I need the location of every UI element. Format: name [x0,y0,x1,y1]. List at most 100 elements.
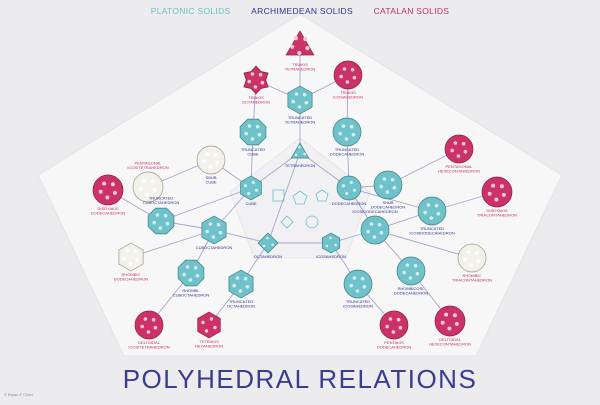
deltoidal-hexecontahedron-facets [440,312,459,331]
connector-line [348,187,433,212]
center-wireframe-3 [272,189,285,202]
truncated-dodecahedron-facets [338,124,356,141]
facet [339,74,344,79]
facet [98,189,103,194]
icosahedron-label: ICOSAHEDRON [316,254,346,259]
truncated-tetrahedron-shape [287,85,313,115]
facet [405,263,410,267]
pentagonal-hexecontahedron-shape [444,134,474,164]
facet [182,272,186,277]
legend: PLATONIC SOLIDS ARCHIMEDEAN SOLIDS CATAL… [0,6,600,16]
truncated-cube-shape [239,118,267,146]
pentagonal-icositetrahedron-facets [138,178,157,197]
facet [385,190,390,194]
facet [329,236,332,240]
facet [211,235,216,239]
disdyakis-triacontahedron-shape [481,176,513,208]
pentagonal-hexecontahedron-facets [450,141,468,158]
facet [303,36,308,42]
facet [450,148,455,153]
facet [402,270,407,275]
facet [143,317,148,321]
icosahedron-shape [321,232,341,254]
facet [366,229,371,234]
facet [297,105,302,109]
facet [232,283,236,288]
facet [423,210,428,215]
facet [345,191,349,196]
facet [208,222,213,226]
facet [260,80,265,85]
solid-cube: CUBE [240,175,262,206]
tetrahedron-facets [294,145,306,157]
center-wireframe-2 [315,189,329,202]
facet [202,159,206,164]
facet [302,92,307,97]
facet [501,192,506,197]
facet [372,235,377,239]
facet [243,184,248,188]
rhombic-dodecahedron-facets [122,249,140,266]
facet [105,195,110,200]
facet [338,131,343,136]
facet [195,273,200,278]
facet [466,250,471,254]
center-wireframe-1 [292,190,308,205]
facet [352,188,357,192]
solid-rhombicosidodecahedron: RHOMBICOSI-DODECAHEDRON [394,256,428,296]
disdyakis-dodecahedron-facets [98,181,117,200]
facet [436,211,441,216]
deltoidal-icositetrahedron-facets [140,317,158,334]
facet [102,181,107,186]
facet [334,243,337,247]
facet [297,50,302,56]
truncated-octahedron-shape [228,269,254,299]
triakis-icosahedron-facets [339,67,357,84]
facet [250,137,255,141]
facet [238,289,243,293]
tetrakis-hexahedron-shape [197,311,221,339]
facet [254,188,259,192]
facet [474,250,479,255]
nested-solids-cluster [272,189,329,229]
cube-shape [240,175,262,201]
facet [250,72,255,76]
triakis-icosahedron-shape [333,60,363,90]
solid-cuboctahedron: CUBOCTAHEDRON [196,215,232,250]
dodecahedron-facets [341,180,357,196]
facet [391,330,396,334]
connector-line [374,229,473,259]
facet [352,75,357,80]
facet [429,216,434,220]
legend-platonic: PLATONIC SOLIDS [150,6,231,16]
facet [349,180,353,185]
facet [247,79,251,84]
solid-dodecahedron: DODECAHEDRON [332,175,367,206]
facet [413,263,418,268]
truncated-icosidodecahedron-facets [423,203,441,220]
facet [244,131,248,136]
facet [392,185,397,190]
facet [388,317,393,321]
legend-archimedean: ARCHIMEDEAN SOLIDS [251,6,353,16]
dodecahedron-label: DODECAHEDRON [332,201,367,206]
triakis-tetrahedron-facets [290,36,310,56]
facet [135,257,140,262]
rhombicuboctahedron-shape [177,259,205,287]
facet [463,257,468,262]
facet [204,329,209,333]
facet [369,222,374,226]
